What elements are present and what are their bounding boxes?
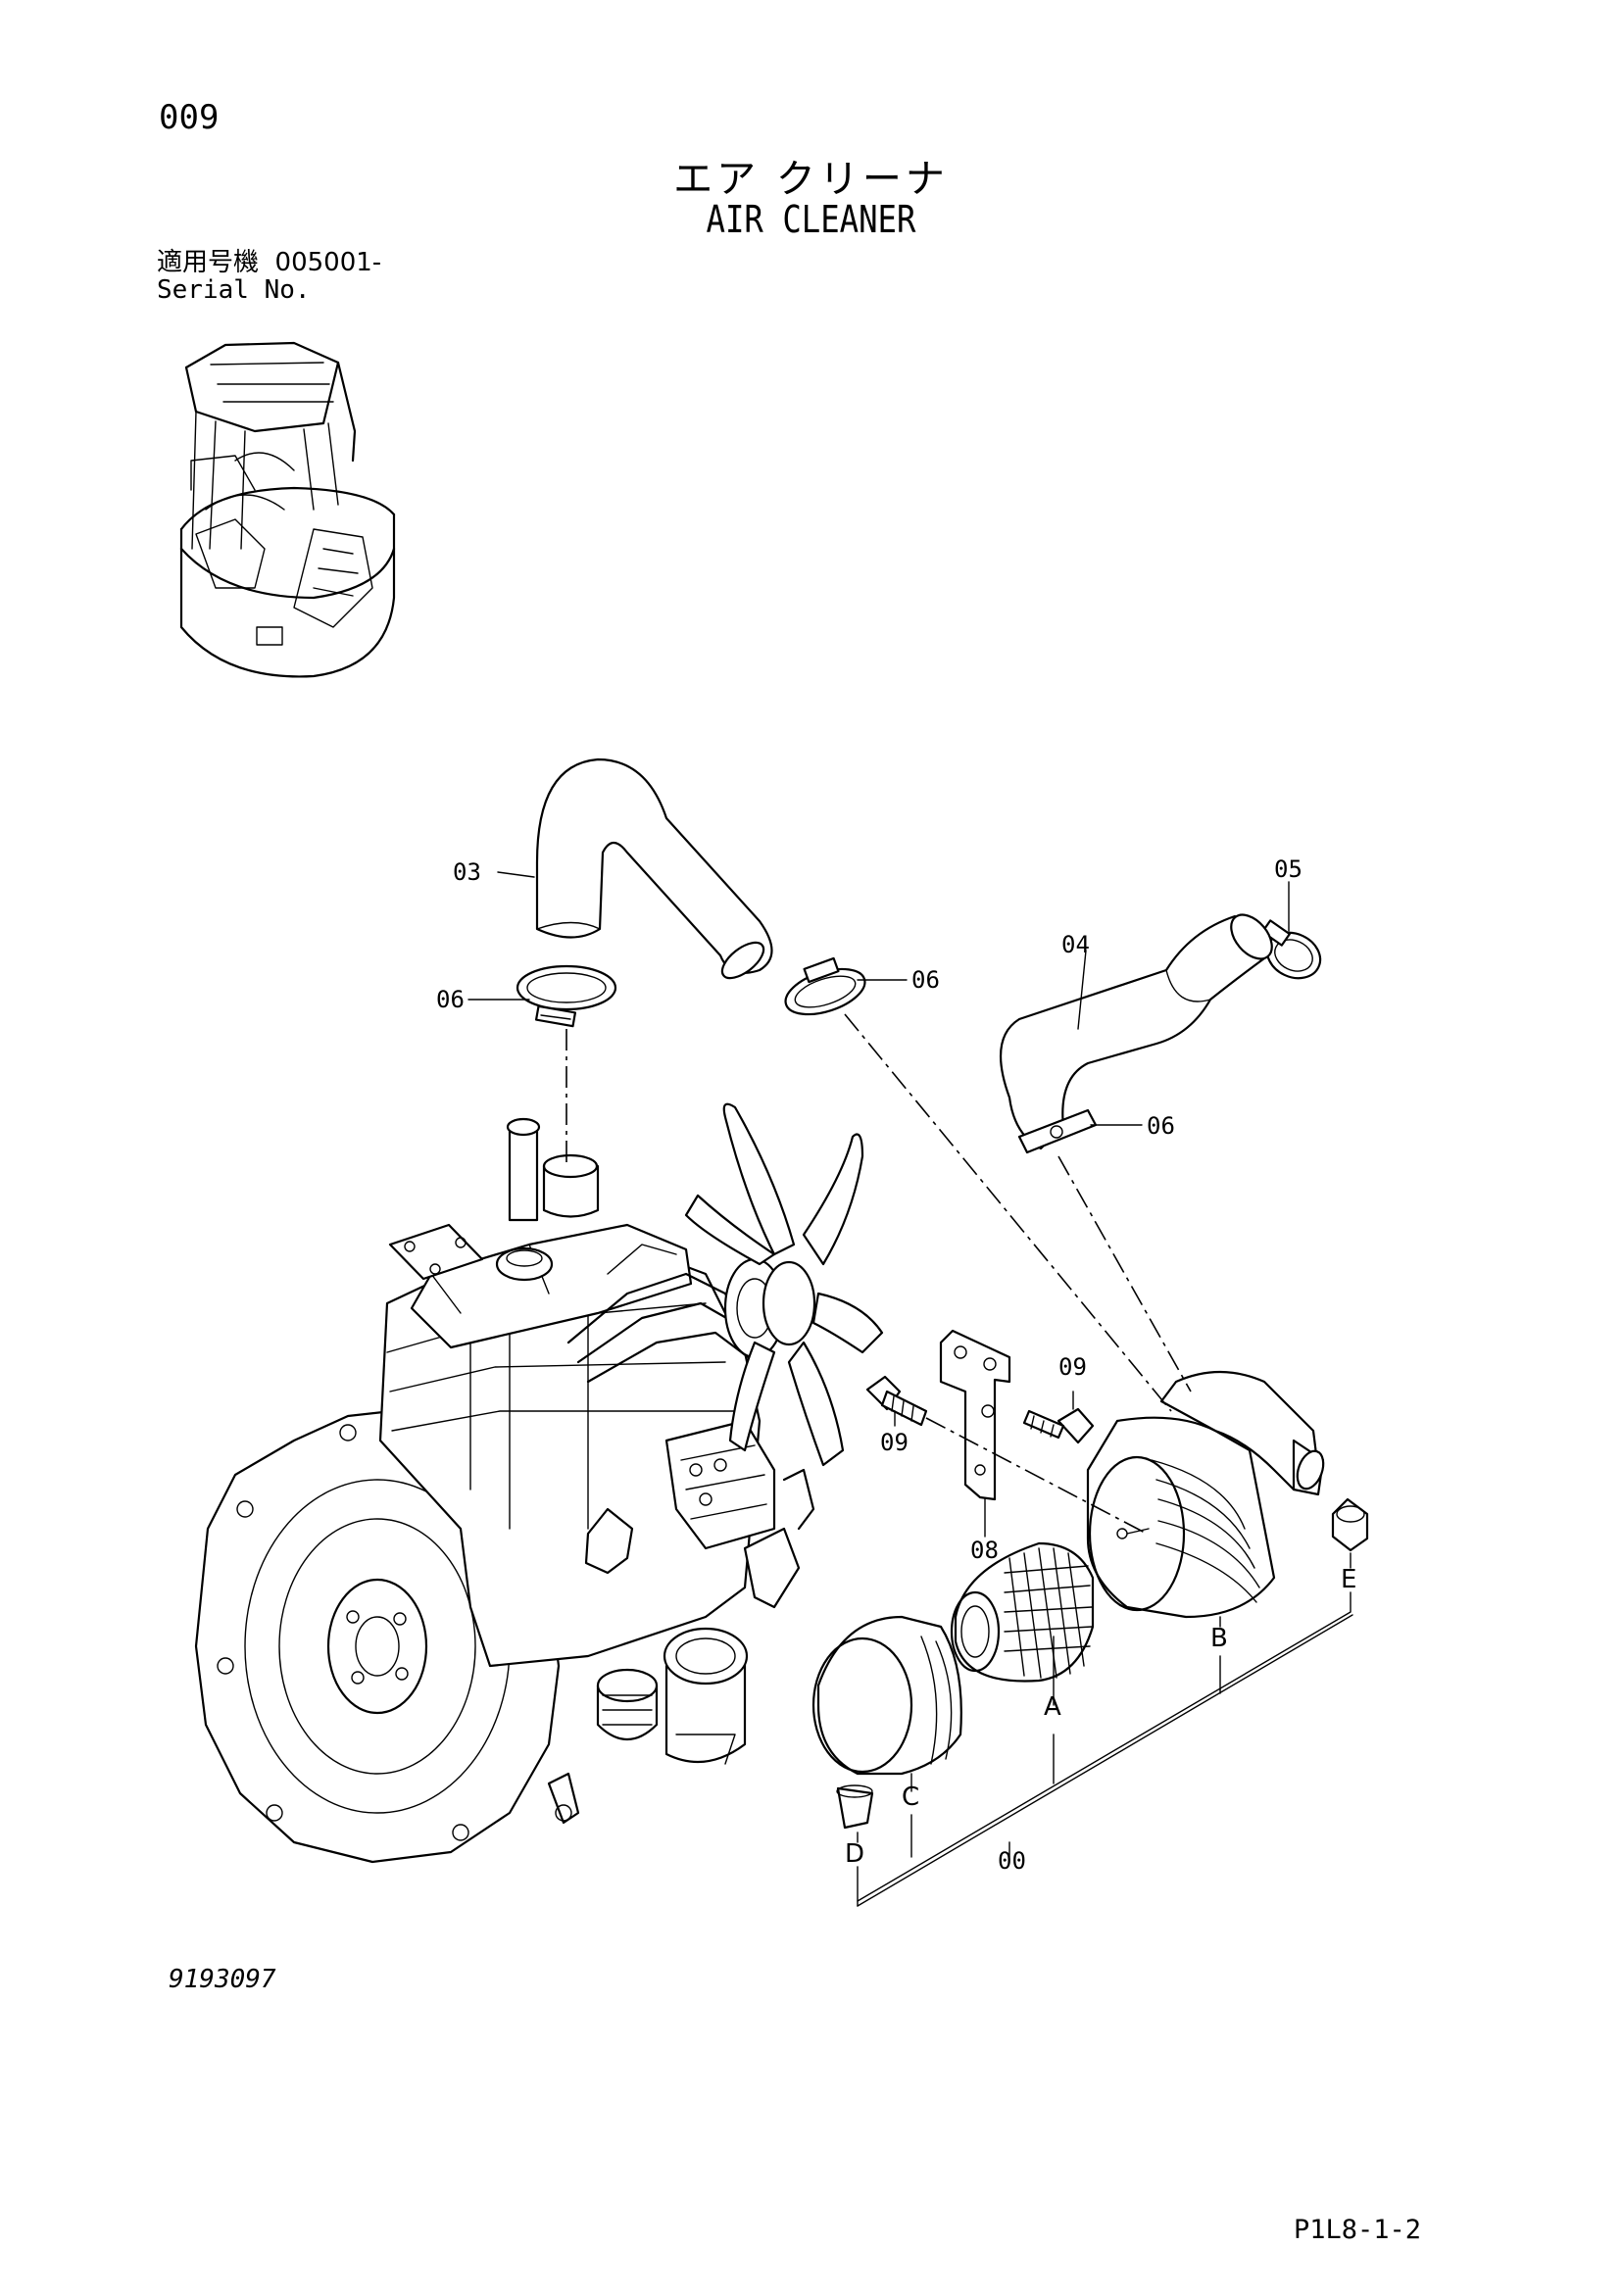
page-reference: P1L8-1-2 bbox=[1294, 2215, 1422, 2245]
callout-B: B bbox=[1210, 1624, 1228, 1653]
hose-clamp-06-left bbox=[516, 964, 617, 1028]
page-title-japanese: エア クリーナ bbox=[673, 157, 949, 202]
air-cleaner-body-B bbox=[1086, 1370, 1325, 1619]
dust-valve-D bbox=[836, 1784, 874, 1830]
bolt-09-right bbox=[1022, 1407, 1095, 1444]
machine-location-thumbnail bbox=[179, 341, 396, 678]
serial-value: 005001- bbox=[274, 248, 382, 277]
callout-06-right: 06 bbox=[1147, 1112, 1175, 1140]
intake-hose-03 bbox=[535, 757, 773, 980]
cooling-fan bbox=[684, 1102, 884, 1467]
callout-00: 00 bbox=[998, 1847, 1026, 1875]
callout-03: 03 bbox=[453, 858, 481, 886]
serial-label-japanese: 適用号機 005001- bbox=[157, 248, 382, 277]
callout-A: A bbox=[1044, 1692, 1061, 1722]
bolt-09-left bbox=[865, 1375, 928, 1427]
callout-06-middle: 06 bbox=[911, 966, 940, 994]
callout-E: E bbox=[1341, 1565, 1356, 1594]
intake-hose-04 bbox=[999, 913, 1273, 1150]
drawing-number: 9193097 bbox=[169, 1965, 276, 1994]
callout-06-left: 06 bbox=[436, 986, 465, 1013]
callout-09-left: 09 bbox=[880, 1429, 909, 1456]
serial-label: Serial No. bbox=[157, 275, 311, 305]
assembly-lines bbox=[565, 1013, 1192, 1535]
callout-09-right: 09 bbox=[1058, 1353, 1087, 1381]
callout-C: C bbox=[902, 1783, 919, 1812]
callout-05: 05 bbox=[1274, 855, 1303, 883]
bracket-08 bbox=[939, 1329, 1011, 1501]
serial-info: 適用号機 005001- Serial No. bbox=[157, 249, 381, 304]
page-title: AIR CLEANER bbox=[706, 198, 916, 241]
callout-04: 04 bbox=[1061, 931, 1090, 958]
page-number: 009 bbox=[159, 98, 220, 137]
hose-clamp-05 bbox=[1261, 919, 1322, 980]
air-cleaner-cover-C bbox=[811, 1615, 962, 1776]
hose-clamp-06-middle bbox=[784, 956, 866, 1016]
callout-08: 08 bbox=[970, 1537, 999, 1564]
leader-lines bbox=[467, 871, 1353, 1907]
callout-D: D bbox=[845, 1839, 864, 1869]
evacuator-valve-E bbox=[1331, 1497, 1369, 1552]
filter-element-A bbox=[950, 1541, 1095, 1683]
